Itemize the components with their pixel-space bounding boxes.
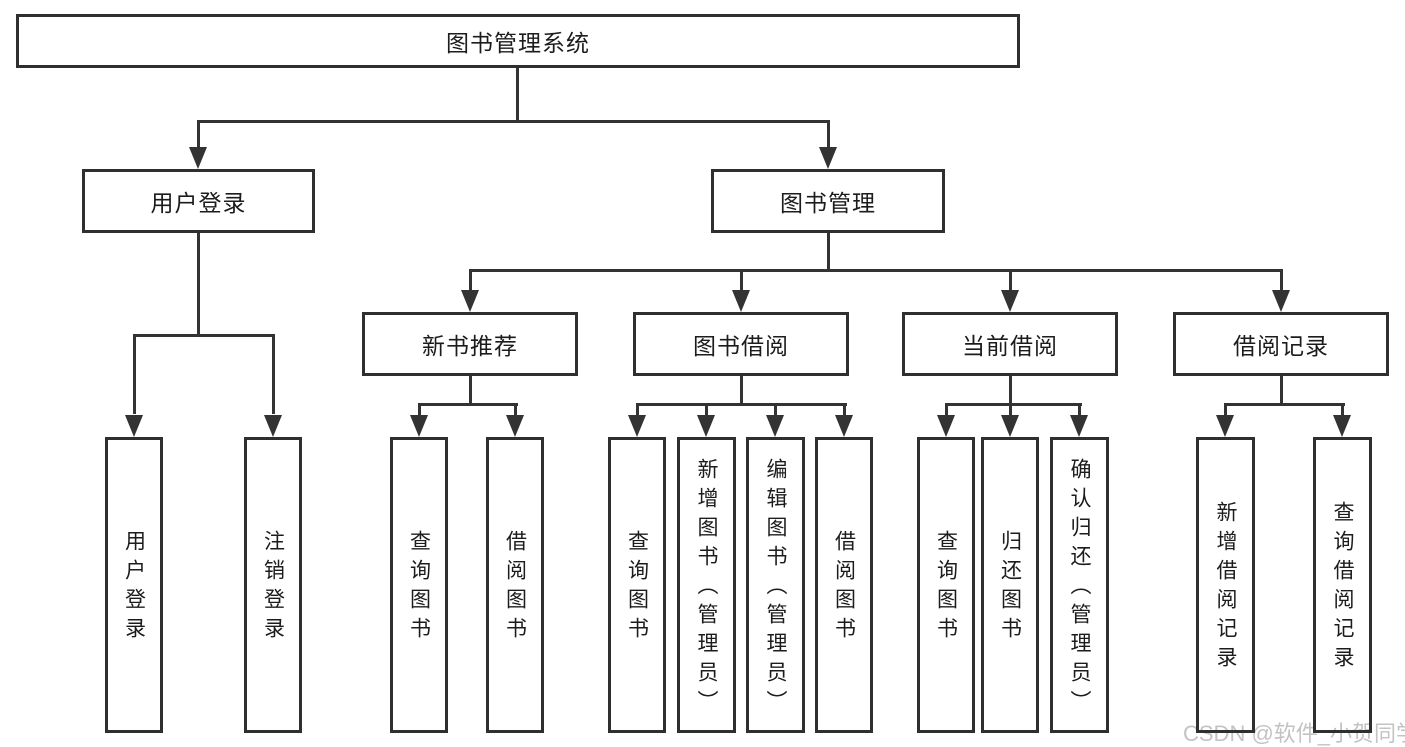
node-borrow-record: 借阅记录 [1173,312,1389,376]
arrowhead-borrow1 [506,415,524,437]
connector-drop-newbook [469,269,472,291]
connector-drop-borrow1 [514,403,517,417]
connector-drop-addrecord [1224,403,1227,417]
connector-drop-queryrecord [1341,403,1344,417]
node-current-borrow: 当前借阅 [902,312,1118,376]
leaf-query-book-borrow: 查询图书 [608,437,666,733]
connector-bookborrow-hline [636,403,847,406]
leaf-query-book-current: 查询图书 [917,437,975,733]
arrowhead-addbook [697,415,715,437]
connector-root-stem [516,68,519,123]
connector-drop-addbook [705,403,708,417]
node-root-library-system: 图书管理系统 [16,14,1020,68]
connector-userlogin-stem [197,233,200,337]
arrowhead-borrow2 [835,415,853,437]
leaf-return-book: 归还图书 [981,437,1039,733]
connector-currentborrow-hline [945,403,1082,406]
connector-drop-borrowrecord [1280,269,1283,291]
connector-bookmgmt-stem [827,233,830,272]
leaf-confirm-return-admin: 确认归还（管理员） [1050,437,1109,733]
connector-drop-query2 [636,403,639,417]
arrowhead-book-mgmt [819,147,837,169]
arrowhead-leaf-userlogin [125,415,143,437]
connector-drop-user-login [197,120,200,150]
connector-borrowrecord-hline [1224,403,1345,406]
csdn-watermark: CSDN @软件_小贺同学 [1183,721,1405,746]
leaf-edit-book-admin: 编辑图书（管理员） [746,437,805,733]
connector-currentborrow-stem [1009,376,1012,406]
arrowhead-returnbook [1001,415,1019,437]
connector-drop-book-mgmt [827,120,830,150]
connector-bookborrow-stem [740,376,743,406]
arrowhead-user-login [189,147,207,169]
arrowhead-addrecord [1216,415,1234,437]
leaf-query-book-recommend: 查询图书 [390,437,448,733]
connector-drop-borrow2 [843,403,846,417]
connector-drop-returnbook [1009,403,1012,417]
connector-drop-confirmreturn [1078,403,1081,417]
arrowhead-borrowrecord [1272,290,1290,312]
node-user-login: 用户登录 [82,169,315,233]
leaf-query-borrow-record: 查询借阅记录 [1313,437,1372,733]
connector-newbook-stem [469,376,472,406]
connector-level3-hline [469,269,1283,272]
connector-level1-hline [197,120,830,123]
connector-borrowrecord-stem [1280,376,1283,406]
leaf-logout: 注销登录 [244,437,302,733]
node-new-book-recommend: 新书推荐 [362,312,578,376]
leaf-borrow-book: 借阅图书 [815,437,873,733]
node-book-management: 图书管理 [711,169,945,233]
arrowhead-confirmreturn [1070,415,1088,437]
leaf-user-login: 用户登录 [105,437,163,733]
arrowhead-query2 [628,415,646,437]
arrowhead-leaf-logout [264,415,282,437]
leaf-add-borrow-record: 新增借阅记录 [1196,437,1255,733]
connector-drop-currentborrow [1009,269,1012,291]
connector-drop-query3 [945,403,948,417]
connector-drop-editbook [774,403,777,417]
connector-drop-query1 [418,403,421,417]
node-book-borrow: 图书借阅 [633,312,849,376]
arrowhead-currentborrow [1001,290,1019,312]
arrowhead-queryrecord [1333,415,1351,437]
connector-newbook-hline [418,403,518,406]
connector-userlogin-hline [133,334,275,337]
arrowhead-bookborrow [732,290,750,312]
connector-drop-leaf-userlogin [133,334,136,414]
connector-drop-leaf-logout [272,334,275,414]
leaf-add-book-admin: 新增图书（管理员） [677,437,736,733]
connector-drop-bookborrow [740,269,743,291]
arrowhead-newbook [461,290,479,312]
leaf-borrow-book-recommend: 借阅图书 [486,437,544,733]
arrowhead-query3 [937,415,955,437]
arrowhead-editbook [766,415,784,437]
arrowhead-query1 [410,415,428,437]
